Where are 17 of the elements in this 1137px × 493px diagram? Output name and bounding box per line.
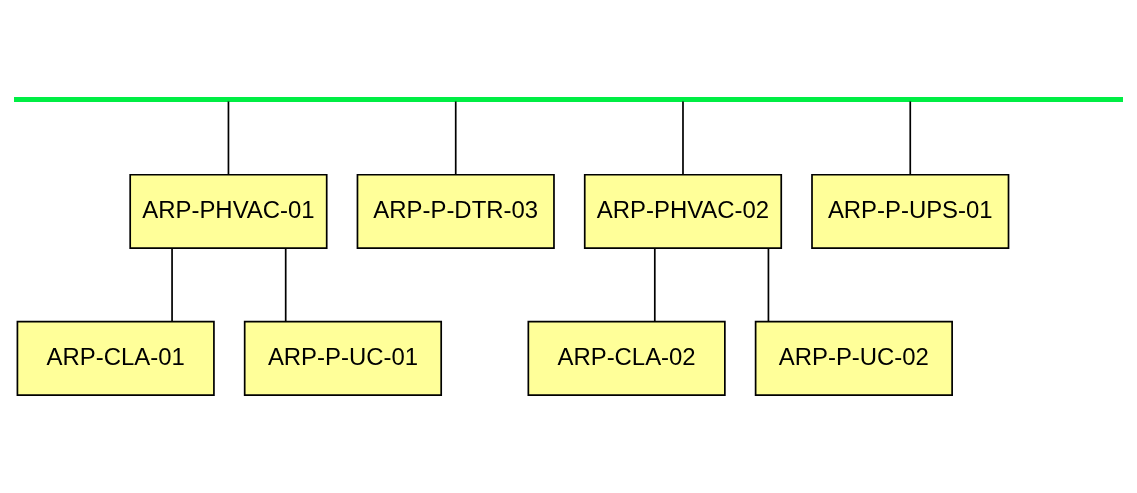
node-box: ARP-PHVAC-01 (129, 173, 328, 250)
node-box: ARP-P-UPS-01 (811, 173, 1010, 250)
connector (454, 100, 457, 176)
node-box: ARP-PHVAC-02 (583, 173, 783, 250)
connector (284, 247, 287, 323)
connector (171, 247, 173, 323)
node-box: ARP-P-UC-02 (754, 320, 953, 396)
connector (767, 247, 770, 323)
node-box: ARP-P-DTR-03 (356, 173, 555, 250)
connector (653, 247, 656, 323)
connector (227, 100, 230, 176)
node-bar (14, 97, 1123, 103)
node-box: ARP-CLA-02 (527, 320, 726, 396)
connector (909, 100, 912, 176)
connector (682, 100, 684, 176)
node-box: ARP-CLA-01 (16, 320, 215, 396)
node-box: ARP-P-UC-01 (243, 320, 443, 396)
